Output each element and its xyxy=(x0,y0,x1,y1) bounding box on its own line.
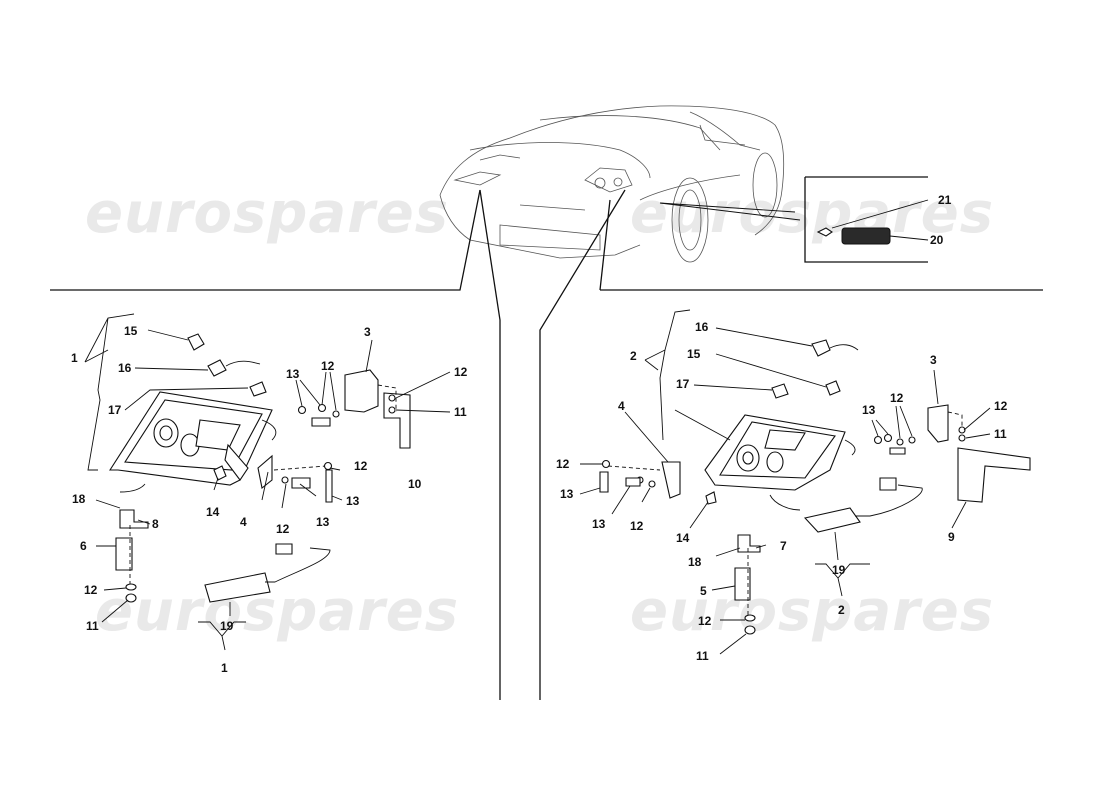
right-bracket-3 xyxy=(927,404,949,443)
callout-14-right: 14 xyxy=(676,531,690,545)
callout-2-right-bottom: 2 xyxy=(838,603,845,617)
callout-12-left-b: 12 xyxy=(454,365,468,379)
callout-14-left: 14 xyxy=(206,505,220,519)
callout-11-left-b: 11 xyxy=(86,619,99,633)
callout-12-left-d: 12 xyxy=(276,522,290,536)
callout-12-right-b: 12 xyxy=(994,399,1008,413)
car-illustration xyxy=(439,105,785,263)
callout-15-right: 15 xyxy=(687,347,701,361)
callout-3-left: 3 xyxy=(364,325,371,339)
callout-10: 10 xyxy=(408,477,422,491)
callout-12-right-d: 12 xyxy=(630,519,644,533)
callout-13-left-b: 13 xyxy=(346,494,360,508)
callout-12-left-c: 12 xyxy=(354,459,368,473)
callout-17-right: 17 xyxy=(676,377,690,391)
section-frames xyxy=(50,176,1043,700)
callout-19-right: 19 xyxy=(832,563,846,577)
left-bulb-15 xyxy=(187,333,205,351)
left-bracket-8 xyxy=(119,509,149,529)
callout-2-right: 2 xyxy=(630,349,637,363)
callout-labels: 21 20 15 1 16 17 3 13 12 12 11 10 12 13 … xyxy=(71,193,1008,675)
callout-13-left-a: 13 xyxy=(286,367,300,381)
left-bulb-16 xyxy=(207,359,227,377)
right-nut-14 xyxy=(705,491,717,505)
watermark-text-3: eurospares xyxy=(95,579,459,644)
callout-11-right-b: 11 xyxy=(696,649,709,663)
callout-19-left: 19 xyxy=(220,619,234,633)
left-panel-10 xyxy=(383,392,411,449)
left-bracket-6 xyxy=(115,537,133,571)
callout-12-right-c: 12 xyxy=(556,457,570,471)
callout-13-left-c: 13 xyxy=(316,515,330,529)
callout-16-right: 16 xyxy=(695,320,709,334)
callout-12-right-e: 12 xyxy=(698,614,712,628)
right-module-19 xyxy=(803,507,861,533)
callout-3-right: 3 xyxy=(930,353,937,367)
left-bracket-3 xyxy=(344,369,379,413)
callout-5: 5 xyxy=(700,584,707,598)
callout-6: 6 xyxy=(80,539,87,553)
callout-15-left: 15 xyxy=(124,324,138,338)
right-bracket-5 xyxy=(734,567,751,601)
side-bulb-21 xyxy=(816,227,833,237)
right-bulb-17 xyxy=(771,383,789,399)
callout-12-left-e: 12 xyxy=(84,583,98,597)
callout-9: 9 xyxy=(948,530,955,544)
callout-20: 20 xyxy=(930,233,944,247)
callout-16-left: 16 xyxy=(118,361,132,375)
callout-21: 21 xyxy=(938,193,952,207)
side-repeater-20 xyxy=(841,227,891,245)
left-bracket-4 xyxy=(257,454,273,489)
callout-1-left-bottom: 1 xyxy=(221,661,228,675)
left-bulb-17 xyxy=(249,381,267,397)
callout-11-right-a: 11 xyxy=(994,427,1007,441)
callout-18-right: 18 xyxy=(688,555,702,569)
callout-7: 7 xyxy=(780,539,787,553)
callout-18-left: 18 xyxy=(72,492,86,506)
callout-12-right-a: 12 xyxy=(890,391,904,405)
callout-11-left-a: 11 xyxy=(454,405,467,419)
left-headlight-assembly xyxy=(84,313,451,651)
callout-13-right-c: 13 xyxy=(592,517,606,531)
left-connector xyxy=(275,543,293,555)
callout-1-left: 1 xyxy=(71,351,78,365)
callout-13-right-b: 13 xyxy=(560,487,574,501)
watermark-group: eurospares eurospares eurospares eurospa… xyxy=(85,181,994,644)
callout-17-left: 17 xyxy=(108,403,122,417)
callout-13-right-a: 13 xyxy=(862,403,876,417)
callout-4-right: 4 xyxy=(618,399,625,413)
right-bracket-4 xyxy=(661,461,681,499)
right-bulb-15 xyxy=(825,380,841,396)
right-panel-9 xyxy=(957,447,1031,503)
right-bulb-16 xyxy=(811,339,831,357)
callout-12-left-a: 12 xyxy=(321,359,335,373)
side-marker-group xyxy=(816,199,929,245)
watermark-text-4: eurospares xyxy=(630,579,994,644)
callout-4-left: 4 xyxy=(240,515,247,529)
left-module-19 xyxy=(204,572,271,603)
watermark-text-1: eurospares xyxy=(85,181,449,246)
right-bracket-7 xyxy=(737,534,761,553)
watermark-text-2: eurospares xyxy=(630,181,994,246)
left-nut-14 xyxy=(213,465,227,481)
right-connector xyxy=(879,477,897,491)
right-headlight-assembly xyxy=(579,309,1031,655)
callout-8: 8 xyxy=(152,517,159,531)
